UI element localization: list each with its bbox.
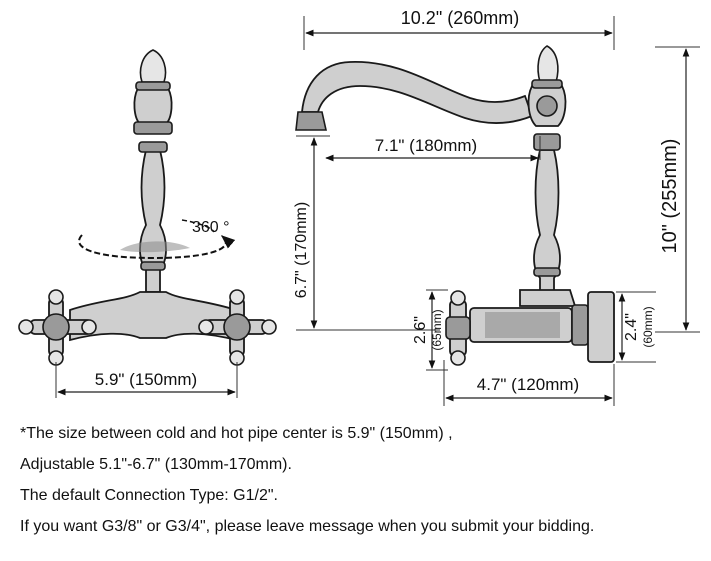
notes-section: *The size between cold and hot pipe cent… <box>20 424 700 548</box>
front-left-cross-handle <box>18 289 97 366</box>
note-adjustable-range: Adjustable 5.1"-6.7" (130mm-170mm). <box>20 456 292 473</box>
side-cross-handle <box>445 290 471 366</box>
dim-overall-width: 10.2" (260mm) <box>401 8 519 28</box>
dim-center-distance: 5.9" (150mm) <box>95 370 197 389</box>
note-other-connection: If you want G3/8" or G3/4", please leave… <box>20 518 595 535</box>
rotation-label: 360 ° <box>192 219 230 236</box>
dim-valve-height-in: 2.6" <box>412 316 429 344</box>
note-default-connection: The default Connection Type: G1/2". <box>20 487 278 504</box>
dim-flange-height-mm: (60mm) <box>641 306 655 347</box>
faucet-dimension-drawing: 360 ° 10.2" (260mm) <box>18 8 700 406</box>
dim-projection: 4.7" (120mm) <box>477 375 579 394</box>
front-right-cross-handle <box>198 289 277 366</box>
dim-total-height: 10" (255mm) <box>659 139 681 254</box>
front-view-faucet: 360 ° <box>18 49 277 366</box>
note-center-size: *The size between cold and hot pipe cent… <box>20 425 453 442</box>
dim-spout-height: 6.7" (170mm) <box>293 202 310 298</box>
side-view-faucet <box>295 45 615 366</box>
dim-spout-reach: 7.1" (180mm) <box>375 136 477 155</box>
dim-valve-height-mm: (65mm) <box>430 309 444 350</box>
rotation-arrow <box>78 219 236 260</box>
dim-flange-height-in: 2.4" <box>623 313 640 341</box>
